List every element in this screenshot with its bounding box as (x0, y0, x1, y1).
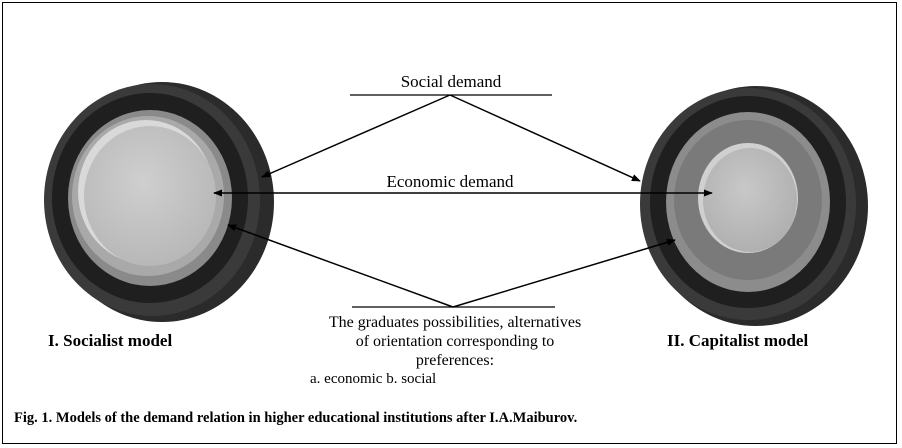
graduates-line-2: of orientation corresponding to (355, 333, 555, 350)
capitalist-model-disc (640, 86, 868, 326)
graduates-line-4: a. economic b. social (310, 371, 437, 387)
graduates-arrow-right (452, 238, 676, 308)
graduates-arrow-left (227, 224, 454, 308)
figure-caption: Fig. 1. Models of the demand relation in… (14, 410, 578, 426)
socialist-model-disc (44, 82, 274, 322)
graduates-line-3: preferences: (415, 352, 495, 369)
socialist-model-title: I. Socialist model (48, 331, 173, 350)
social-demand-arrow-right (449, 94, 641, 182)
social-demand-arrow-left (261, 94, 451, 178)
social-demand-label: Social demand (400, 72, 502, 91)
graduates-possibilities-text: The graduates possibilities, alternative… (300, 313, 610, 389)
graduates-line-1: The graduates possibilities, alternative… (328, 314, 582, 331)
capitalist-model-title: II. Capitalist model (667, 331, 809, 350)
economic-demand-label: Economic demand (386, 172, 514, 191)
